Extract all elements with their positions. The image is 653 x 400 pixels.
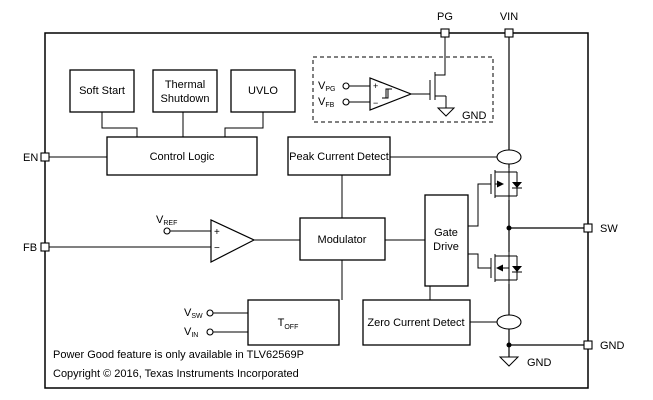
vref-label: VREF <box>156 214 177 227</box>
zero-current-sense-icon <box>496 314 522 330</box>
vref-terminal <box>163 227 171 235</box>
bottom-ground-icon <box>498 356 520 367</box>
pg-comparator: + − <box>369 77 413 111</box>
thermal-label-line1: Thermal <box>165 79 205 91</box>
pin-pg <box>440 28 450 38</box>
high-side-fet-icon <box>490 168 522 200</box>
zero-current-detect-block: Zero Current Detect <box>362 299 471 346</box>
copyright-note: Copyright © 2016, Texas Instruments Inco… <box>53 368 299 380</box>
peak-current-detect-block: Peak Current Detect <box>287 136 391 176</box>
inner-gnd-label: GND <box>462 110 487 122</box>
en-pin-label: EN <box>23 152 38 164</box>
zero-current-detect-label: Zero Current Detect <box>367 317 464 329</box>
vin-input-label: VIN <box>184 326 198 339</box>
pin-sw <box>583 223 593 233</box>
low-side-fet-icon <box>490 252 522 284</box>
error-amplifier: + − <box>210 219 256 263</box>
vsw-label: VSW <box>184 307 203 320</box>
control-logic-block: Control Logic <box>106 136 258 176</box>
gnd-pin-label: GND <box>600 340 625 352</box>
amp-plus-sign: + <box>214 227 220 238</box>
pin-vin <box>504 28 514 38</box>
gate-drive-label-line1: Gate <box>434 227 458 239</box>
gate-drive-label-line2: Drive <box>433 241 459 253</box>
comp-plus-sign: + <box>373 81 378 91</box>
vsw-terminal <box>206 309 214 317</box>
control-logic-label: Control Logic <box>150 151 215 163</box>
vfb-label: VFB <box>318 96 335 109</box>
power-good-region <box>312 56 494 123</box>
uvlo-block: UVLO <box>230 69 296 113</box>
fb-pin-label: FB <box>23 242 37 254</box>
bottom-gnd-label: GND <box>527 357 552 369</box>
pin-gnd <box>583 340 593 350</box>
vin-terminal <box>206 328 214 336</box>
ground-icon <box>436 107 456 117</box>
peak-current-sense-icon <box>496 149 522 165</box>
soft-start-block: Soft Start <box>69 69 135 113</box>
pin-en <box>40 152 50 162</box>
vpg-terminal <box>342 82 350 90</box>
vfb-terminal <box>342 98 350 106</box>
power-good-note: Power Good feature is only available in … <box>53 349 304 361</box>
vin-pin-label: VIN <box>500 11 518 23</box>
ic-boundary <box>44 32 589 389</box>
thermal-shutdown-block: Thermal Shutdown <box>152 69 218 113</box>
pin-fb <box>40 242 50 252</box>
soft-start-label: Soft Start <box>79 85 125 97</box>
pg-fet-icon <box>425 72 440 100</box>
sw-pin-label: SW <box>600 223 618 235</box>
amp-minus-sign: − <box>214 243 220 254</box>
modulator-label: Modulator <box>318 234 367 246</box>
toff-block: TOFF <box>247 299 340 346</box>
sw-junction-dot <box>506 225 512 231</box>
uvlo-label: UVLO <box>248 85 278 97</box>
gate-drive-block: Gate Drive <box>424 194 469 287</box>
gnd-junction-dot <box>506 342 512 348</box>
thermal-label-line2: Shutdown <box>161 93 210 105</box>
wiring <box>49 32 585 357</box>
comp-minus-sign: − <box>373 98 378 108</box>
pg-pin-label: PG <box>437 11 453 23</box>
modulator-block: Modulator <box>299 217 386 261</box>
peak-current-detect-label: Peak Current Detect <box>289 151 389 163</box>
vpg-label: VPG <box>318 80 335 93</box>
toff-label: TOFF <box>278 317 299 331</box>
